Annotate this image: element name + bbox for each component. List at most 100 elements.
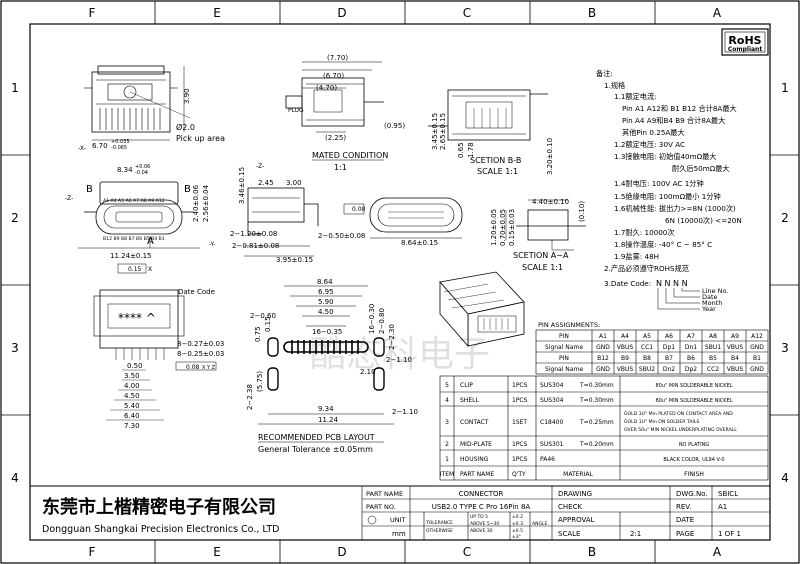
bom-cell: 1PCS — [512, 456, 528, 463]
note-line: Pin A4 A9和B4 B9 合计8A最大 — [622, 116, 725, 125]
zone-row-right: 2 — [781, 211, 789, 225]
pin-cell: A12 — [751, 333, 763, 340]
pin-cell: B1 — [753, 355, 761, 362]
pin-row-header: Signal Name — [545, 344, 583, 351]
front-tol-hi: +0.06 — [135, 164, 150, 170]
date-label: Date — [702, 293, 718, 301]
pin-row-header: PIN — [559, 333, 569, 340]
section-bb-view — [428, 89, 548, 141]
part-name-label: PART NAME — [366, 490, 403, 498]
zone-row-left: 1 — [11, 81, 19, 95]
pin-cell: Dp2 — [685, 366, 697, 373]
pin-cell: Dp1 — [663, 344, 675, 351]
title-block-grid — [30, 485, 770, 540]
zone-col-bottom: D — [337, 545, 346, 559]
front-tol-ref: X — [148, 266, 152, 273]
pin-table — [535, 329, 769, 375]
bom-cell: 80u" MIN SOLDERABLE NICKEL — [655, 398, 732, 404]
notes-header: 备注: — [596, 69, 613, 78]
mated-dim: (6.70) — [323, 72, 344, 80]
bom-finish-line: OVER 50u" MIN NICKEL UNDERPLATING OVERAL… — [624, 427, 737, 433]
note-line: 1.7耐久: 10000次 — [614, 228, 675, 237]
pcb-dim: 0.15 — [264, 316, 272, 332]
pin-cell: B4 — [731, 355, 739, 362]
bom-cell: T=0.30mm — [579, 382, 614, 389]
bom-cell: SUS301 — [540, 441, 564, 448]
datum-x: -X- — [78, 145, 86, 152]
date-label: Year — [701, 305, 716, 313]
side-dim: 8.64±0.15 — [401, 239, 438, 247]
bom-header: ITEM — [440, 471, 454, 478]
note-line: 1.2额定电压: 30V AC — [614, 140, 685, 149]
pin-cell: A9 — [731, 333, 739, 340]
watermark: 酷态科电子 — [310, 334, 490, 375]
section-bb-dim: 1.78 — [467, 142, 475, 158]
bom-cell: CLIP — [460, 382, 473, 389]
unit-label: UNIT — [390, 516, 406, 524]
top-view — [84, 65, 191, 141]
pickup-area-label: Pick up area — [176, 134, 225, 143]
pcb-dim: 2−2.38 — [246, 384, 254, 410]
section-aa-dim: (0.10) — [578, 201, 586, 222]
front-height-1: 2.40±0.06 — [192, 184, 200, 222]
mated-dim: (7.70) — [327, 54, 348, 62]
note-line: 3.Date Code: — [604, 279, 651, 288]
zone-row-left: 3 — [11, 341, 19, 355]
mated-title: MATED CONDITION — [312, 151, 388, 160]
zone-labels: F E D C B A F E D C B A 1 2 3 4 1 2 3 4 — [11, 6, 789, 559]
pin-cell: A1 — [599, 333, 607, 340]
rohs-badge: RoHS Compliant — [721, 28, 769, 56]
bottom-dim: 4.00 — [124, 382, 140, 390]
pcb-dim: 16−0.30 — [368, 304, 376, 334]
section-aa-view — [505, 199, 586, 251]
top-view-width: 6.70 — [92, 142, 108, 150]
rohs-subtitle: Compliant — [728, 46, 763, 53]
page-value: 1 OF 1 — [718, 530, 741, 538]
section-marker-b: B — [86, 184, 93, 195]
dwg-no-value: SBICL — [718, 490, 738, 498]
inner-border — [29, 23, 771, 541]
mated-scale: 1:1 — [334, 163, 347, 172]
zone-row-left: 4 — [11, 471, 19, 485]
page-label: PAGE — [676, 530, 694, 538]
pin-cell: B12 — [597, 355, 609, 362]
bom-cell: 1PCS — [512, 397, 528, 404]
note-line: 1.9盐雾: 48H — [614, 252, 659, 261]
bom-table — [439, 375, 769, 481]
section-aa-dim: 1.20±0.05 — [490, 209, 498, 246]
section-bb-title: SCETION B-B — [470, 156, 521, 165]
section-bb-dim: 0.65 — [457, 142, 465, 158]
pcb-dim: 11.24 — [318, 416, 339, 424]
tol-row: ABOVE 5~30 — [470, 521, 499, 527]
zone-col-bottom: A — [713, 545, 722, 559]
tolerance-label: OTHERWISE — [426, 528, 453, 534]
bom-cell: 3 — [445, 419, 449, 426]
pin-cell: A6 — [665, 333, 673, 340]
section-aa-dim: 0.15±0.03 — [508, 209, 516, 246]
datum-y: -Y- — [209, 241, 216, 248]
bottom-dim: 7.30 — [124, 422, 140, 430]
zone-col-top: D — [337, 6, 346, 20]
pitch-dim: 8−0.25±0.03 — [177, 350, 224, 358]
bom-cell: BLACK COLOR, UL94 V-0 — [663, 457, 724, 463]
pcb-dim: (5.75) — [256, 371, 264, 392]
note-line: 2.产品必须遵守ROHS规范 — [604, 264, 689, 273]
front-tol-box: 0.15 — [128, 266, 142, 273]
side-tol: 0.08 — [352, 206, 366, 213]
pin-cell: SBU2 — [639, 366, 655, 373]
bom-cell: T=0.30mm — [579, 397, 614, 404]
pcb-layout — [258, 285, 394, 425]
note-line: 耐久后50mΩ最大 — [672, 164, 730, 173]
top-view-tol-hi: +0.035 — [111, 139, 130, 145]
pcb-dim: 8.64 — [317, 278, 333, 286]
bom-cell: C18400 — [540, 419, 563, 426]
unit-value: mm — [392, 530, 406, 538]
zone-col-top: F — [89, 6, 96, 20]
pcb-title: RECOMMENDED PCB LAYOUT — [258, 433, 375, 442]
pcb-tolerance: General Tolerance ±0.05mm — [258, 445, 373, 454]
tol-row-val: ±0.2 — [512, 514, 523, 520]
bottom-dim: 6.40 — [124, 412, 140, 420]
drawing-label: DRAWING — [558, 490, 592, 498]
side-dim: 2−0.50±0.08 — [318, 232, 365, 240]
